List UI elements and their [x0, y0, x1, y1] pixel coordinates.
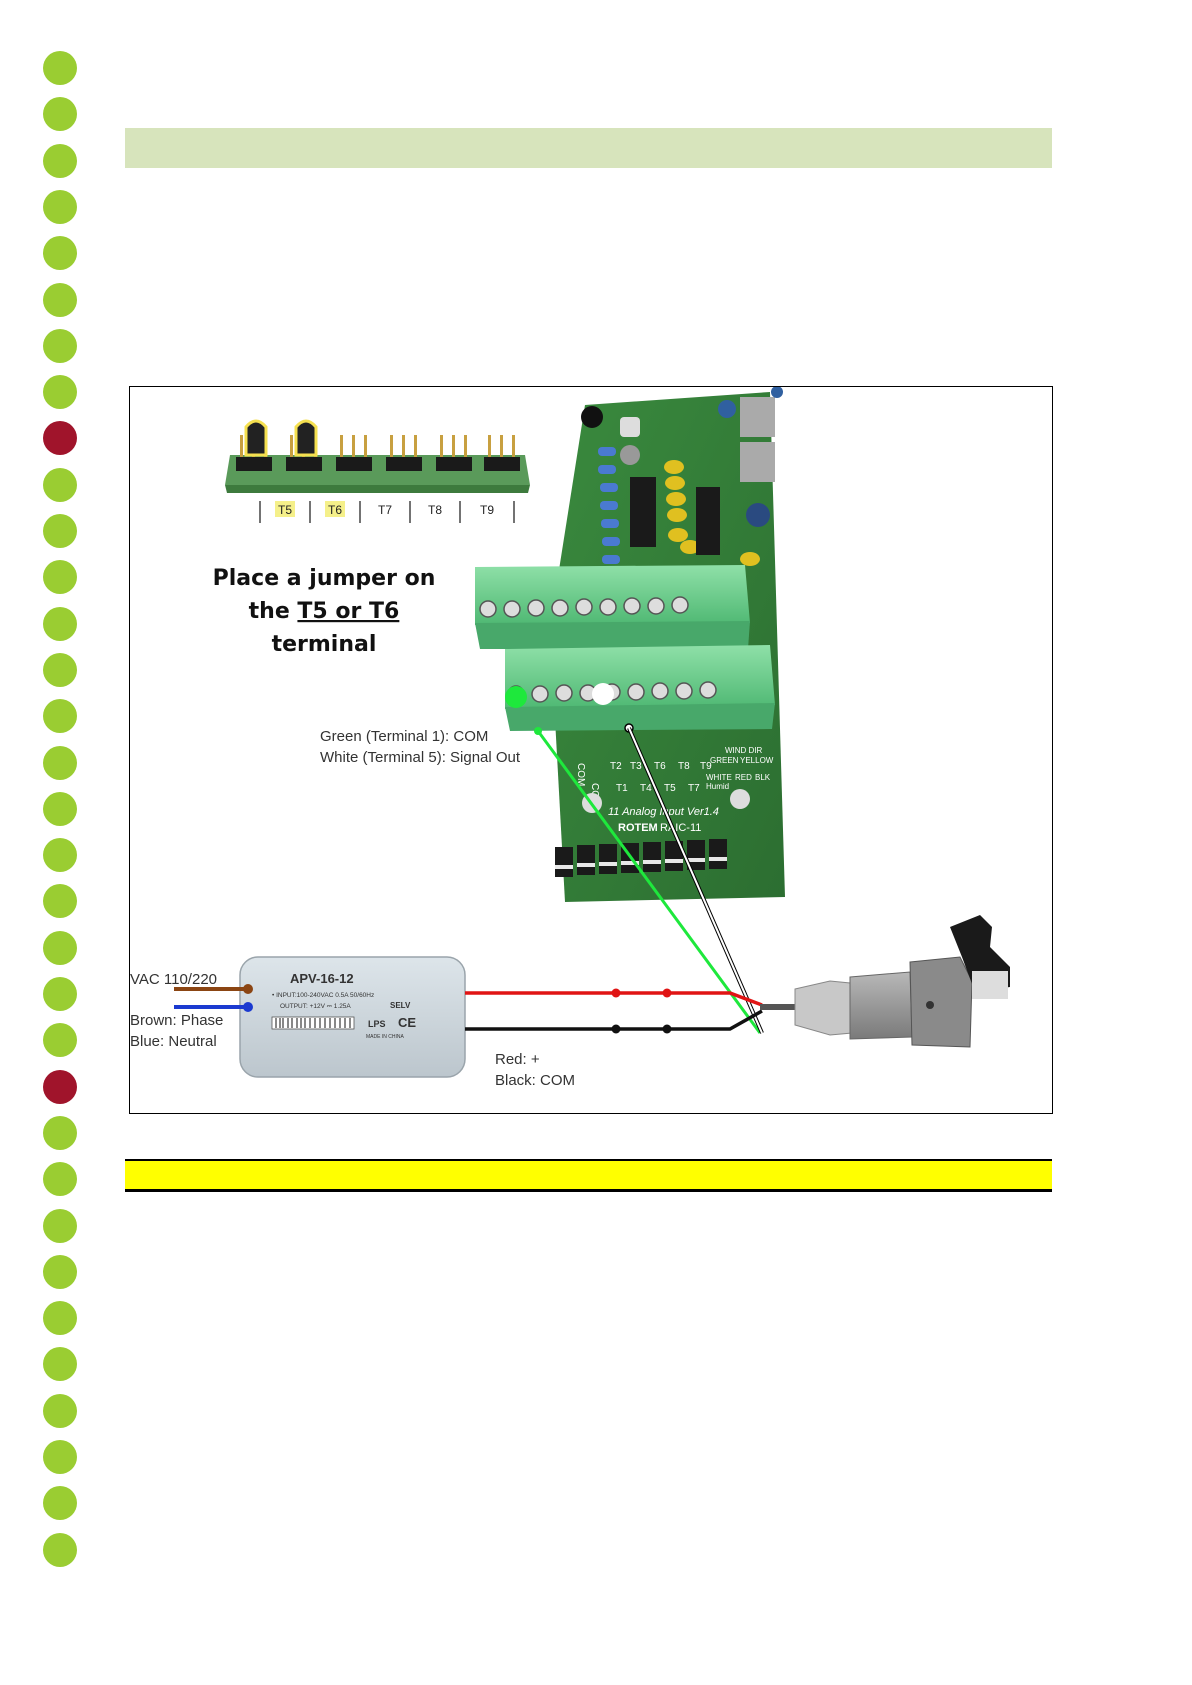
sidebar-dot: [43, 375, 77, 410]
board-label-t8: T8: [678, 761, 690, 772]
sidebar-dot: [43, 930, 77, 965]
board-label-t2: T2: [610, 761, 622, 772]
sidebar-dot: [43, 143, 77, 178]
red-positive-wire: [465, 991, 763, 1007]
header-label-t6: T6: [328, 503, 342, 517]
board-label-t7: T7: [688, 783, 700, 794]
warning-band: [125, 1159, 1052, 1192]
green-signal-wire: [536, 730, 762, 1034]
green-wire-label: Green (Terminal 1): COM: [320, 728, 488, 745]
board-label-red: RED: [735, 773, 752, 782]
sidebar-dot: [43, 977, 77, 1011]
board-code: RAIC-11: [660, 822, 701, 834]
section-header-band: [125, 128, 1052, 168]
sidebar-dot: [43, 606, 77, 641]
psu-model: APV-16-12: [290, 971, 354, 986]
red-positive-label: Red: +: [495, 1051, 540, 1068]
analog-input-board: COM COM T2 T3 T6 T8 T9 T1 T4 T5 T7 WIND …: [475, 387, 785, 902]
board-label-com1: COM: [575, 763, 586, 786]
ac-input-wires: [174, 984, 253, 1012]
board-label-yellow: YELLOW: [740, 756, 774, 765]
jumper-instruction-line2: the T5 or T6: [249, 599, 400, 624]
board-label-green: GREEN: [710, 756, 739, 765]
black-com-label: Black: COM: [495, 1072, 575, 1089]
board-label-t9: T9: [700, 761, 712, 772]
sidebar-dot: [43, 328, 77, 363]
sidebar-dot: [43, 1347, 77, 1382]
sidebar-dot: [43, 884, 77, 919]
jumper-instruction-line3: terminal: [272, 632, 377, 657]
sidebar-dot: [43, 236, 77, 271]
psu-output: OUTPUT: +12V ⎓ 1.25A: [280, 1003, 351, 1010]
sidebar-dot: [43, 189, 77, 224]
jumper-instruction-underlined: T5 or T6: [297, 599, 399, 624]
psu-made-in: MADE IN CHINA: [366, 1034, 404, 1040]
sidebar-dot: [43, 1440, 77, 1474]
sidebar-dot: [43, 1532, 77, 1567]
sidebar-dot: [43, 791, 77, 826]
header-label-t8: T8: [428, 503, 442, 517]
sidebar-dot: [43, 1393, 77, 1428]
board-label-t6: T6: [654, 761, 666, 772]
sidebar-dot: [43, 51, 77, 85]
signal-wires: [534, 723, 764, 1034]
sidebar-dot: [43, 560, 77, 595]
sidebar-dot: [43, 467, 77, 502]
board-label-t5: T5: [664, 783, 676, 794]
cable-connector: [794, 915, 1010, 1048]
header-label-t7: T7: [378, 503, 392, 517]
sidebar-dot-column: [0, 0, 120, 1685]
sidebar-dot: [43, 97, 77, 132]
psu-mark-lps: LPS: [368, 1019, 386, 1029]
jumper-header-strip: T5 T6 T7 T8 T9: [225, 419, 530, 523]
sidebar-dot: [43, 1486, 77, 1521]
wiring-diagram-svg: T5 T6 T7 T8 T9 Place a jumper on the T5 …: [130, 387, 1010, 1089]
sidebar-dot: [43, 745, 77, 780]
board-label-humid: Humid: [706, 782, 729, 791]
terminal-1-marker: [505, 686, 527, 708]
power-supply-unit: APV-16-12 • INPUT:100-240VAC 0.5A 50/60H…: [239, 956, 466, 1078]
header-label-t9: T9: [480, 503, 494, 517]
sidebar-dot: [43, 1162, 77, 1197]
sidebar-dot: [43, 514, 77, 548]
sidebar-dot: [43, 1208, 77, 1243]
header-label-t5: T5: [278, 503, 292, 517]
board-brand: ROTEM: [618, 822, 658, 834]
sidebar-dot: [43, 699, 77, 734]
black-com-wire: [465, 1009, 763, 1031]
blue-neutral-label: Blue: Neutral: [130, 1033, 217, 1050]
jumper-instruction-line1: Place a jumper on: [213, 566, 436, 591]
dc-output-wires: [465, 988, 800, 1034]
sidebar-dot: [43, 282, 77, 317]
sidebar-dot: [43, 838, 77, 873]
ac-voltage-label: VAC 110/220: [130, 971, 217, 988]
jumper-instruction: Place a jumper on the T5 or T6 terminal: [213, 566, 436, 657]
brown-phase-label: Brown: Phase: [130, 1012, 223, 1029]
board-label-blk: BLK: [755, 773, 771, 782]
sidebar-dot-highlight: [43, 1069, 77, 1104]
sidebar-dot-highlight: [43, 421, 77, 456]
white-signal-wire: [628, 727, 763, 1034]
board-label-wind-dir: WIND DIR: [725, 746, 763, 755]
psu-mark-selv: SELV: [390, 1001, 411, 1010]
board-label-t4: T4: [640, 783, 652, 794]
sidebar-dot: [43, 1115, 77, 1150]
board-label-white: WHITE: [706, 773, 732, 782]
white-wire-label: White (Terminal 5): Signal Out: [320, 749, 521, 766]
terminal-5-marker: [592, 683, 614, 705]
sidebar-dot: [43, 1301, 77, 1336]
sidebar-dot: [43, 1023, 77, 1058]
psu-input: • INPUT:100-240VAC 0.5A 50/60Hz: [272, 992, 374, 999]
psu-mark-ce: CE: [398, 1015, 416, 1030]
wiring-diagram-figure: T5 T6 T7 T8 T9 Place a jumper on the T5 …: [129, 386, 1053, 1114]
board-label-t3: T3: [630, 761, 642, 772]
board-label-t1: T1: [616, 783, 628, 794]
sidebar-dot: [43, 1254, 77, 1289]
sidebar-dot: [43, 652, 77, 687]
